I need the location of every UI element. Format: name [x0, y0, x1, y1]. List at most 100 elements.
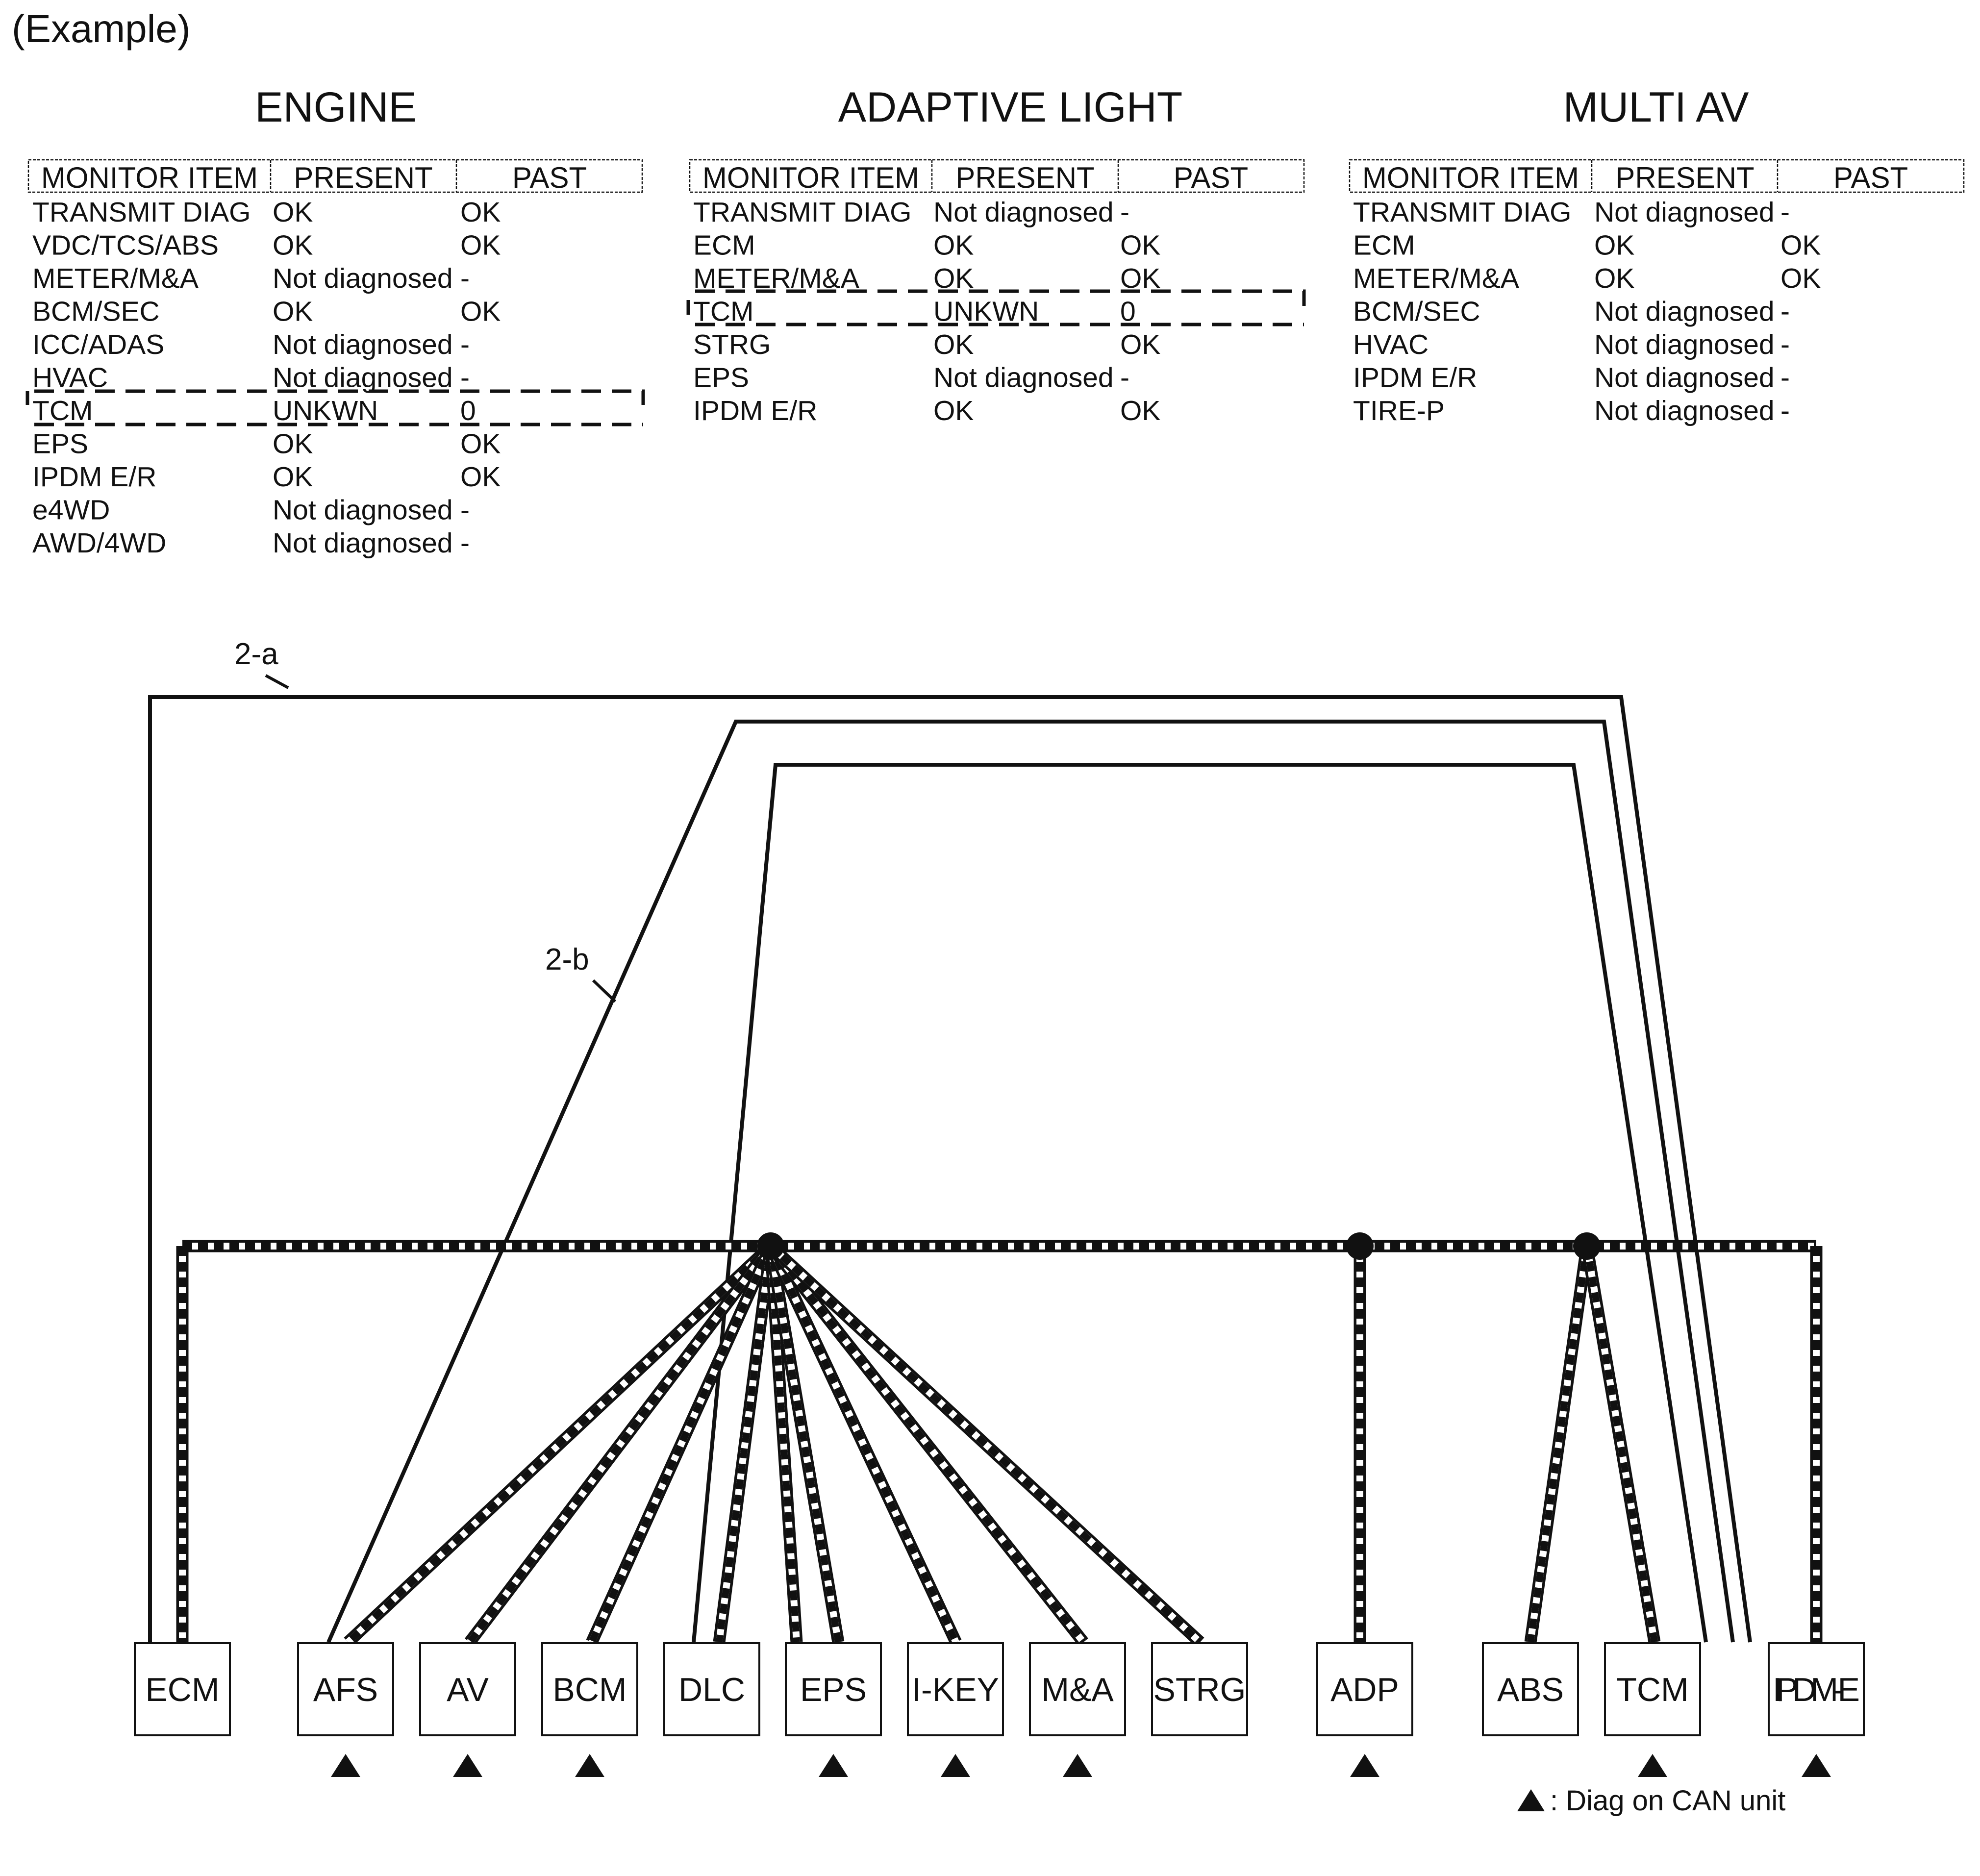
- cell-present: OK: [273, 230, 313, 261]
- diag-on-can-marker-icon: [453, 1754, 482, 1777]
- column-header-present: PRESENT: [1615, 161, 1754, 194]
- cell-item: BCM/SEC: [1353, 296, 1480, 327]
- diag-on-can-marker-icon: [941, 1754, 970, 1777]
- legend-text: : Diag on CAN unit: [1550, 1785, 1785, 1817]
- tcm-row-highlight-adaptive-light: [686, 289, 1306, 326]
- unit-m&a: M&A: [1029, 1642, 1126, 1736]
- cell-past: OK: [1120, 329, 1160, 360]
- cell-item: e4WD: [32, 495, 110, 526]
- cell-past: OK: [460, 428, 501, 460]
- unit-i-key: I-KEY: [907, 1642, 1004, 1736]
- triangle-marker-icon: [1517, 1789, 1545, 1811]
- unit-box: [785, 1642, 882, 1736]
- can-bus-segment: [764, 1246, 803, 1643]
- cell-past: -: [460, 362, 470, 394]
- cell-present: OK: [933, 230, 974, 261]
- cell-item: METER/M&A: [1353, 263, 1519, 294]
- column-header-past: PAST: [1174, 161, 1248, 194]
- unit-ecm: ECM: [134, 1642, 231, 1736]
- unit-box: [419, 1642, 516, 1736]
- cell-past: OK: [1120, 395, 1160, 426]
- cell-item: AWD/4WD: [32, 527, 166, 559]
- cell-past: OK: [460, 461, 501, 493]
- unit-strg: STRG: [1151, 1642, 1248, 1736]
- unit-bcm: BCM: [541, 1642, 638, 1736]
- route-leader-2b: [592, 979, 617, 1003]
- cell-item: TRANSMIT DIAG: [1353, 197, 1571, 228]
- cell-present: Not diagnosed: [1594, 197, 1775, 228]
- unit-label: EPS: [800, 1671, 867, 1708]
- cell-past: OK: [1120, 230, 1160, 261]
- cell-past: OK: [460, 197, 501, 228]
- column-header-past: PAST: [512, 161, 587, 194]
- cell-item: TCM: [32, 395, 93, 426]
- unit-label: M&A: [1041, 1671, 1114, 1708]
- cell-past: OK: [460, 230, 501, 261]
- unit-label: ECM: [145, 1671, 219, 1708]
- diag-on-can-marker-icon: [1802, 1754, 1831, 1777]
- cell-present: Not diagnosed: [933, 197, 1114, 228]
- table-header-frame: [1349, 159, 1965, 193]
- cell-past: -: [1780, 296, 1790, 327]
- unit-box: [1604, 1642, 1701, 1736]
- cell-past: 0: [1120, 296, 1136, 327]
- unit-box: [1482, 1642, 1579, 1736]
- unit-av: AV: [419, 1642, 516, 1736]
- diag-on-can-marker-icon: [1350, 1754, 1379, 1777]
- cell-item: IPDM E/R: [32, 461, 156, 493]
- unit-ipdm-e: IPDM-E: [1768, 1642, 1865, 1736]
- cell-past: -: [460, 329, 470, 360]
- cell-present: UNKWN: [273, 395, 378, 426]
- can-bus-segment: [586, 1243, 777, 1645]
- route-label-2b: 2-b: [545, 943, 589, 976]
- unit-box: [1029, 1642, 1126, 1736]
- cell-item: HVAC: [32, 362, 108, 394]
- cell-present: OK: [933, 395, 974, 426]
- cell-present: Not diagnosed: [1594, 329, 1775, 360]
- cell-present: Not diagnosed: [273, 495, 453, 526]
- cell-item: METER/M&A: [32, 263, 199, 294]
- route-wire-dlc: [692, 763, 1708, 1643]
- cell-past: OK: [1780, 263, 1821, 294]
- cell-item: HVAC: [1353, 329, 1429, 360]
- can-bus-segment: [344, 1241, 775, 1647]
- unit-box: [1768, 1642, 1865, 1736]
- cell-past: -: [1780, 329, 1790, 360]
- can-bus-segment: [764, 1245, 845, 1644]
- route-lines: 2-a 2-b: [148, 637, 1752, 1643]
- column-header-item: MONITOR ITEM: [702, 161, 919, 194]
- cell-past: -: [460, 263, 470, 294]
- cell-present: UNKWN: [933, 296, 1039, 327]
- table-title: MULTI AV: [1563, 84, 1749, 131]
- can-bus-segment: [713, 1245, 777, 1643]
- junction-node: [1346, 1232, 1374, 1260]
- cell-item: STRG: [693, 329, 771, 360]
- cell-present: Not diagnosed: [273, 362, 453, 394]
- cell-present: OK: [273, 461, 313, 493]
- cell-past: OK: [1120, 263, 1160, 294]
- cell-past: -: [1780, 395, 1790, 426]
- unit-abs: ABS: [1482, 1642, 1579, 1736]
- cell-present: OK: [1594, 263, 1634, 294]
- unit-box: [1151, 1642, 1248, 1736]
- can-bus-lines: [176, 1240, 1823, 1647]
- engine-monitor-table: ENGINE MONITOR ITEM PRESENT PAST TRANSMI…: [27, 84, 643, 559]
- cell-present: Not diagnosed: [1594, 362, 1775, 394]
- cell-item: ICC/ADAS: [32, 329, 164, 360]
- adaptive-light-monitor-table: ADAPTIVE LIGHT MONITOR ITEM PRESENT PAST…: [689, 84, 1305, 426]
- diag-on-can-marker-icon: [575, 1754, 604, 1777]
- route-label-2a: 2-a: [234, 637, 278, 671]
- can-bus-junctions: [757, 1232, 1601, 1260]
- unit-tcm: TCM: [1604, 1642, 1701, 1736]
- unit-box: [134, 1642, 231, 1736]
- cell-past: -: [460, 527, 470, 559]
- unit-dlc: DLC: [663, 1642, 760, 1736]
- junction-node: [1573, 1232, 1601, 1260]
- cell-present: OK: [1594, 230, 1634, 261]
- cell-item: VDC/TCS/ABS: [32, 230, 219, 261]
- unit-eps: EPS: [785, 1642, 882, 1736]
